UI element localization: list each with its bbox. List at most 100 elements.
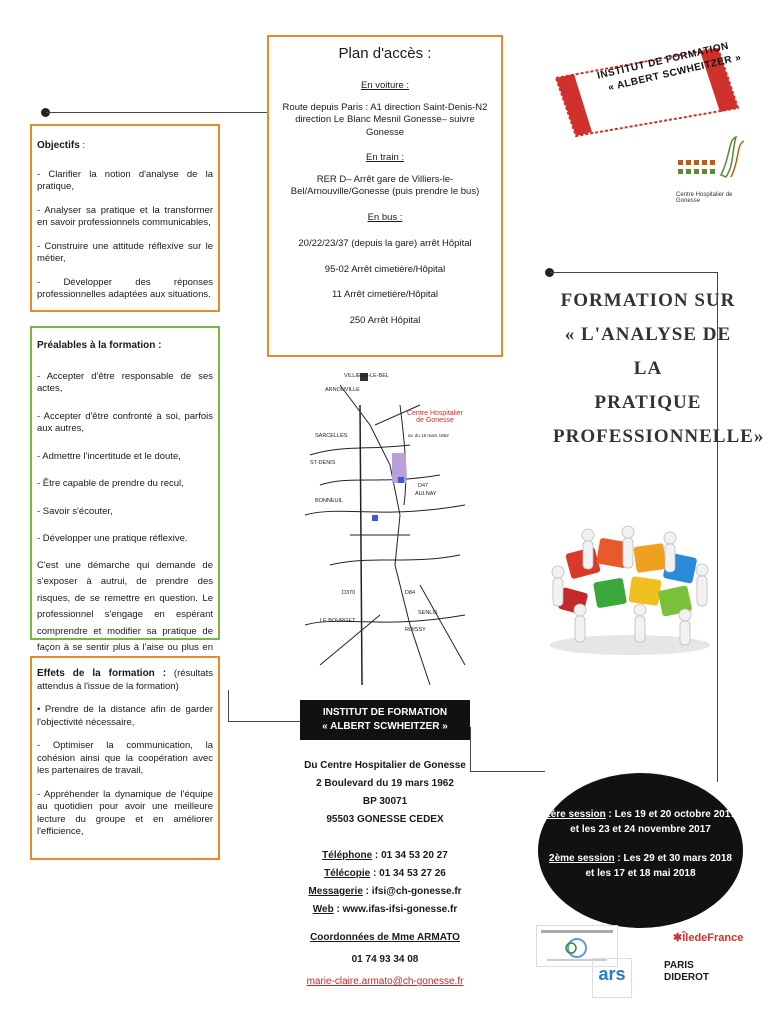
access-map: VILLIERS-LE-BEL ARNOUVILLE SARCELLES ST-… [300, 365, 470, 690]
formation-title-line: FORMATION SUR [560, 290, 736, 311]
prealable-item: - Admettre l'incertitude et le doute, [37, 450, 181, 462]
tel-value: : 01 34 53 20 27 [372, 850, 448, 861]
connector-line [46, 112, 268, 113]
address-block: Du Centre Hospitalier de Gonesse 2 Boule… [282, 757, 488, 991]
institut-stamp-logo: INSTITUT DE FORMATION « ALBERT SCWHEITZE… [548, 41, 743, 138]
connector-line [470, 727, 471, 772]
effet-item: - Appréhender la dynamique de l'équipe a… [37, 788, 213, 838]
bus-line: 250 Arrêt Hôpital [349, 314, 421, 326]
connector-line [550, 272, 718, 273]
map-label: AULNAY [415, 491, 437, 497]
objectifs-title-suffix: : [79, 140, 86, 151]
map-label: VILLIERS-LE-BEL [344, 373, 389, 379]
web-value[interactable]: : www.ifas-ifsi-gonesse.fr [333, 904, 458, 915]
train-label: En train : [365, 152, 405, 163]
prealables-title: Préalables à la formation : [37, 340, 162, 351]
objectif-item: - Développer des réponses professionnell… [37, 276, 213, 301]
fax-value: : 01 34 53 27 26 [370, 868, 446, 879]
paris-logo-line1: PARIS [664, 960, 694, 971]
session1-text2: et les 23 et 24 novembre 2017 [570, 824, 711, 835]
map-label: D47 [418, 483, 429, 489]
puzzle-people-illustration [540, 510, 720, 660]
plan-acces-title: Plan d'accès : [338, 45, 432, 62]
address-line: 95503 GONESSE CEDEX [326, 814, 444, 825]
paris-logo-line2: DIDEROT [664, 972, 709, 983]
bus-line: 11 Arrêt cimetière/Hôpital [332, 289, 438, 300]
objectif-item: - Analyser sa pratique et la transformer… [37, 204, 213, 229]
sessions-ellipse: 1ère session : Les 19 et 20 octobre 2017… [538, 773, 743, 928]
institut-box-line2: « ALBERT SCWHEITZER » [322, 721, 448, 732]
ars-logo-text: ars [598, 964, 626, 984]
idf-logo: ✱ÎledeFrance [673, 931, 743, 944]
session1-text: : Les 19 et 20 octobre 2017 [605, 809, 736, 820]
map-label: ROISSY [405, 627, 426, 633]
institut-box: INSTITUT DE FORMATION « ALBERT SCWHEITZE… [300, 700, 470, 740]
map-label: BONNEUIL [315, 498, 344, 504]
effets-box: Effets de la formation : (résultats atte… [30, 656, 220, 860]
hospital-logo: Centre Hospitalier de Gonesse [676, 135, 756, 204]
prealables-box: Préalables à la formation : - Accepter d… [30, 326, 220, 670]
paris-diderot-logo: PARIS DIDEROT [664, 960, 709, 984]
idf-logo-text: ÎledeFrance [682, 932, 744, 944]
formation-title: FORMATION SUR « L'ANALYSE DE LA PRATIQUE… [553, 284, 765, 454]
prealable-item: - Développer une pratique réflexive. [37, 533, 188, 544]
connector-line [717, 272, 718, 782]
mail-value[interactable]: : ifsi@ch-gonesse.fr [362, 886, 462, 897]
partner-logo-cooperation [536, 925, 618, 967]
formation-title-line: « L'ANALYSE DE LA [564, 324, 732, 379]
ars-logo: ars [592, 958, 632, 998]
map-label: LE BOURGET [320, 618, 356, 624]
effets-title-suffix: (résultats attendus à l'issue de la form… [37, 668, 213, 692]
map-label: SARCELLES [315, 433, 348, 439]
connector-line [228, 690, 229, 722]
prealable-item: - Accepter d'être responsable de ses act… [37, 370, 213, 395]
map-label: D370 [342, 590, 356, 596]
voiture-text: Route depuis Paris : A1 direction Saint-… [282, 101, 488, 138]
prealable-item: - Être capable de prendre du recul, [37, 478, 184, 489]
contact-email-link[interactable]: marie-claire.armato@ch-gonesse.fr [306, 976, 464, 987]
prealable-item: - Accepter d'être confronté à soi, parfo… [37, 410, 213, 435]
map-label: ST-DENIS [310, 460, 336, 466]
session2-text2: et les 17 et 18 mai 2018 [585, 868, 696, 879]
map-label: av. du 19 mars 1962 [408, 433, 449, 438]
map-label: D84 [405, 590, 416, 596]
web-label: Web [312, 904, 334, 915]
train-text: RER D– Arrêt gare de Villiers-le-Bel/Arn… [290, 173, 480, 198]
prealable-item: - Savoir s'écouter, [37, 505, 113, 517]
connector-line [228, 721, 300, 722]
fax-label: Télécopie [324, 868, 371, 879]
effets-title: Effets de la formation : [37, 668, 167, 679]
institut-box-line1: INSTITUT DE FORMATION [322, 707, 448, 718]
address-line: 2 Boulevard du 19 mars 1962 [316, 778, 454, 789]
effet-item: - Optimiser la communication, la cohésio… [37, 740, 213, 776]
idf-star-icon: ✱ [673, 932, 683, 944]
session2-label: 2ème session [549, 853, 615, 864]
objectifs-title: Objectifs [37, 140, 80, 151]
formation-title-line: PROFESSIONNELLE» [553, 426, 765, 447]
bus-line: 20/22/23/37 (depuis la gare) arrêt Hôpit… [298, 238, 472, 249]
tel-label: Téléphone [322, 850, 373, 861]
connector-line [470, 771, 545, 772]
contact-phone: 01 74 93 34 08 [351, 954, 419, 965]
session1-label: 1ère session [545, 809, 606, 820]
map-label: SENLIS [418, 610, 438, 616]
bus-label: En bus : [367, 211, 403, 223]
session2-text: : Les 29 et 30 mars 2018 [614, 853, 732, 864]
hospital-logo-caption: Centre Hospitalier de Gonesse [676, 192, 733, 204]
objectif-item: - Clarifier la notion d'analyse de la pr… [37, 168, 213, 193]
mail-label: Messagerie [308, 886, 363, 897]
address-line: BP 30071 [362, 796, 408, 807]
effet-item: • Prendre de la distance afin de garder … [37, 704, 213, 728]
objectif-item: - Construire une attitude réflexive sur … [37, 240, 213, 265]
map-label-hospital: Centre Hospitalier de Gonesse [406, 410, 464, 424]
plan-acces-box: Plan d'accès : En voiture : Route depuis… [267, 35, 503, 357]
address-line: Du Centre Hospitalier de Gonesse [304, 760, 466, 771]
objectifs-box: Objectifs : - Clarifier la notion d'anal… [30, 124, 220, 312]
map-label: ARNOUVILLE [325, 387, 360, 393]
contact-title: Coordonnées de Mme ARMATO [310, 932, 460, 943]
connector-dot [41, 108, 50, 117]
connector-dot [545, 268, 554, 277]
formation-title-line: PRATIQUE [594, 392, 702, 413]
bus-line: 95-02 Arrêt cimetière/Hôpital [324, 263, 446, 275]
voiture-label: En voiture : [360, 80, 410, 91]
